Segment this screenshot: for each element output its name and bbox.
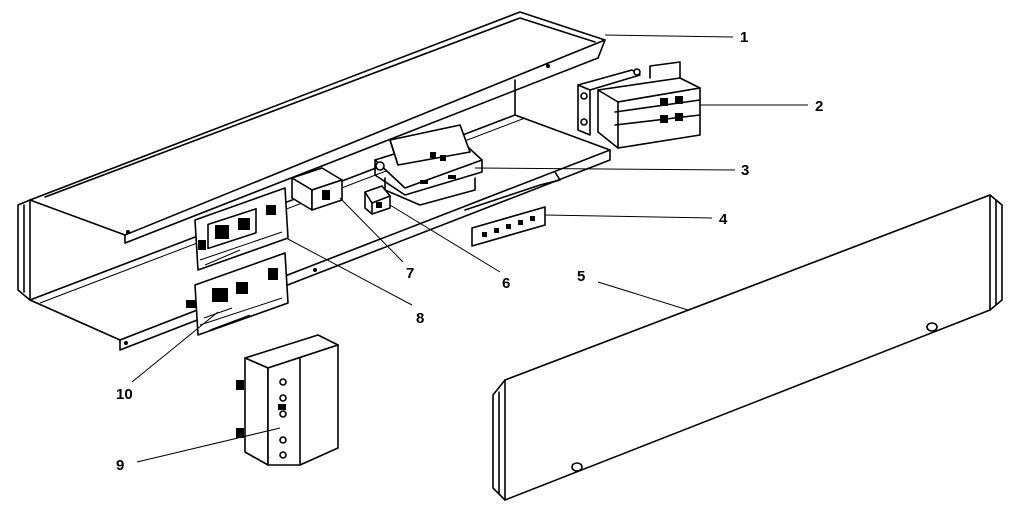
leader-line-7: [339, 197, 404, 263]
callout-8: 8: [416, 310, 424, 327]
front-cover-part: [492, 194, 1003, 501]
leader-line-10: [131, 311, 219, 383]
callout-2: 2: [815, 98, 823, 115]
contactor-part: [577, 61, 701, 149]
callout-9: 9: [116, 457, 124, 474]
leader-line-4: [544, 214, 713, 219]
leader-line-8: [285, 237, 413, 306]
callout-7: 7: [406, 265, 414, 282]
switch-part: [364, 185, 391, 215]
callout-5: 5: [577, 268, 585, 285]
housing-part: [17, 11, 611, 351]
terminal-strip-part: [464, 171, 561, 247]
leader-lines: [131, 34, 808, 463]
callout-labels: 1 2 3 4 5 6 7 8 9 10: [116, 29, 823, 474]
callout-1: 1: [740, 29, 748, 46]
callout-4: 4: [719, 211, 728, 228]
control-board-lower-part: [186, 252, 289, 336]
leader-line-9: [136, 427, 281, 463]
relay-module-part: [236, 334, 339, 466]
leader-line-6: [389, 204, 501, 273]
leader-line-5: [597, 281, 689, 311]
leader-line-3: [474, 167, 736, 171]
callout-6: 6: [502, 275, 510, 292]
leader-line-1: [604, 34, 734, 38]
transformer-part: [374, 124, 483, 206]
control-board-upper-part: [194, 187, 289, 271]
callout-3: 3: [741, 162, 749, 179]
capacitor-part: [291, 167, 343, 211]
callout-10: 10: [116, 386, 133, 403]
